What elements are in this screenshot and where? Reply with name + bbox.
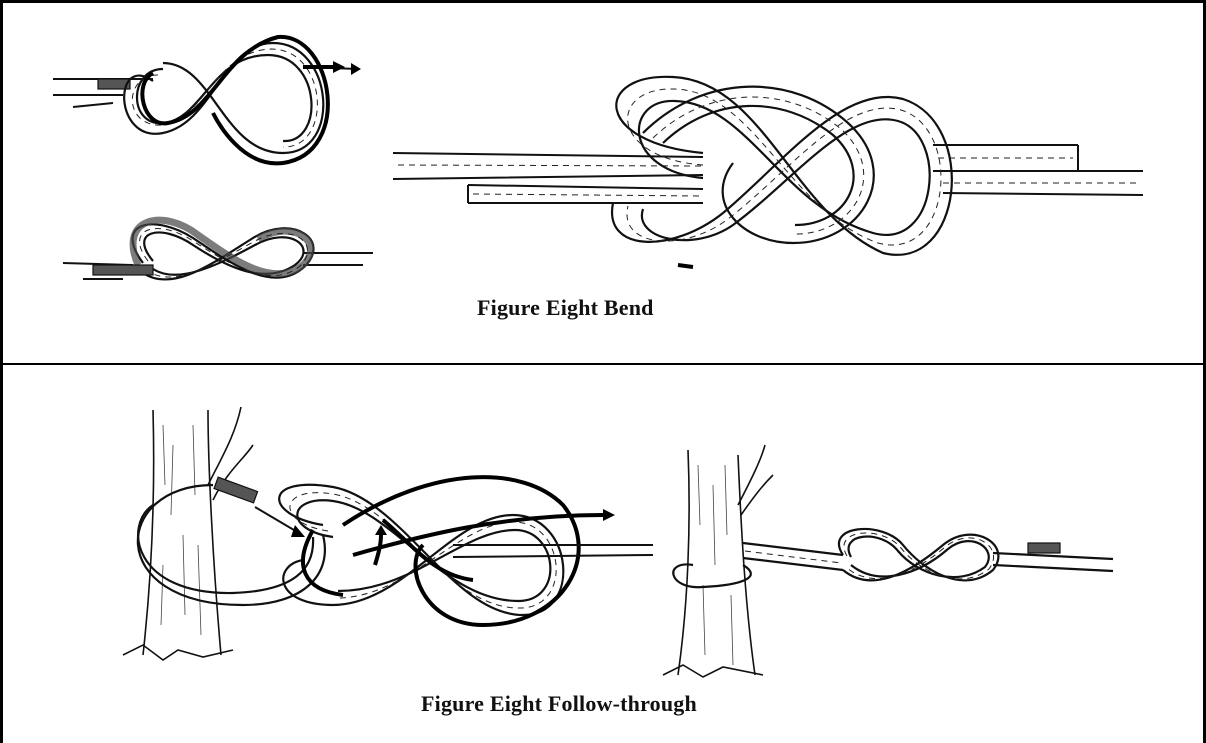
bend-step-one-diagram [53, 37, 361, 163]
figure-eight-follow-through-caption: Figure Eight Follow-through [421, 691, 697, 717]
figure-eight-follow-through-illustrations [3, 365, 1203, 743]
tree-right [663, 445, 773, 677]
large-figure-eight-bend [393, 77, 1143, 267]
follow-through-threading-diagram [138, 477, 653, 625]
bend-step-two-diagram [63, 220, 373, 279]
tree-left [123, 407, 253, 660]
completed-follow-through-knot [673, 529, 1113, 587]
figure-eight-follow-through-panel: Figure Eight Follow-through [0, 363, 1206, 743]
figure-eight-bend-panel: Figure Eight Bend [0, 0, 1206, 365]
figure-eight-bend-caption: Figure Eight Bend [477, 295, 654, 321]
